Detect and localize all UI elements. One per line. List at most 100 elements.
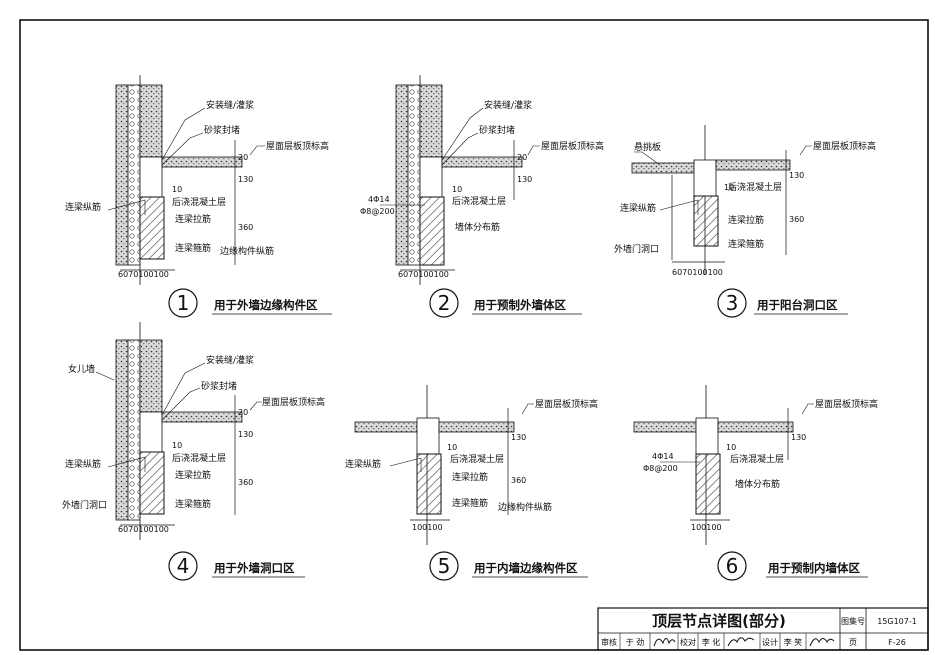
detail-3-bottom-dim: 6070100100 <box>672 268 723 277</box>
title-block-atlas-no: 15G107-1 <box>877 617 917 626</box>
detail-1-label-beam-bars: 连梁纵筋 <box>65 201 101 213</box>
detail-4-label-elevation: 屋面层板顶标高 <box>262 396 325 408</box>
detail-5: 100100 130 10 360 屋面层板顶标高 连梁纵筋 后浇混凝土层 连梁… <box>345 385 598 581</box>
title-block: 顶层节点详图(部分) 图集号 15G107-1 审核 于 劲 校对 李 化 设计… <box>597 607 929 651</box>
title-block-atlas-label: 图集号 <box>841 616 865 626</box>
title-block-checker: 李 化 <box>702 637 721 647</box>
detail-1-dim-10: 10 <box>172 185 182 194</box>
detail-4-label-beam-bars: 连梁纵筋 <box>65 458 101 470</box>
detail-6: 100100 130 10 屋面层板顶标高 4Φ14 Φ8@200 后浇混凝土层… <box>633 385 878 581</box>
detail-2-bottom-dim: 6070100100 <box>398 270 449 279</box>
title-block-check-label: 校对 <box>680 637 696 647</box>
detail-5-number: 5 <box>438 554 451 578</box>
detail-4-label-parapet: 女儿墙 <box>68 363 95 375</box>
detail-3-label-elevation: 屋面层板顶标高 <box>813 140 876 152</box>
detail-3-label-beam-bars: 连梁纵筋 <box>620 202 656 214</box>
title-block-title: 顶层节点详图(部分) <box>652 612 786 630</box>
detail-3-dim-10: 10 <box>724 183 734 192</box>
detail-3-dim-360: 360 <box>789 215 804 224</box>
title-block-page-label: 页 <box>849 638 857 647</box>
detail-2-label-wall-bars: 墙体分布筋 <box>455 221 500 233</box>
detail-3-label-beam-ties: 连梁拉筋 <box>728 214 764 226</box>
title-block-design-label: 设计 <box>762 637 778 647</box>
detail-3-caption: 用于阳台洞口区 <box>756 298 838 312</box>
detail-4-dim-20: 20 <box>238 408 248 417</box>
detail-1-label-beam-ties: 连梁拉筋 <box>175 213 211 225</box>
detail-1-label-cast-layer: 后浇混凝土层 <box>172 196 226 208</box>
detail-4-dim-360: 360 <box>238 478 253 487</box>
title-block-designer: 李 笑 <box>784 637 803 647</box>
detail-2: 6070100100 20 130 10 安装缝/灌浆 砂浆封堵 屋面层板顶标高… <box>360 75 604 318</box>
detail-4-caption: 用于外墙洞口区 <box>213 561 295 575</box>
detail-2-label-elevation: 屋面层板顶标高 <box>541 140 604 152</box>
detail-2-label-spacing: Φ8@200 <box>360 207 395 216</box>
detail-3: 6070100100 130 10 360 悬挑板 屋面层板顶标高 后浇混凝土层… <box>614 125 876 318</box>
detail-4-label-mortar: 砂浆封堵 <box>201 380 237 392</box>
detail-5-label-elevation: 屋面层板顶标高 <box>535 398 598 410</box>
reviewer-signature <box>653 638 676 647</box>
detail-6-label-elevation: 屋面层板顶标高 <box>815 398 878 410</box>
detail-1-number: 1 <box>177 291 190 315</box>
detail-1-dim-360: 360 <box>238 223 253 232</box>
detail-3-label-opening: 外墙门洞口 <box>614 243 659 255</box>
detail-2-label-cast-layer: 后浇混凝土层 <box>452 195 506 207</box>
title-block-page-no: F-26 <box>888 638 906 647</box>
detail-6-dim-130: 130 <box>791 433 806 442</box>
detail-5-caption: 用于内墙边缘构件区 <box>473 561 578 575</box>
checker-signature <box>727 637 755 647</box>
detail-4: 6070100100 20 130 10 360 女儿墙 安装缝/灌浆 砂浆封堵… <box>62 322 325 581</box>
detail-2-label-joint: 安装缝/灌浆 <box>484 99 532 111</box>
detail-6-label-rebar: 4Φ14 <box>652 452 674 461</box>
detail-6-bottom-dim: 100100 <box>691 523 722 532</box>
detail-4-dim-130: 130 <box>238 430 253 439</box>
detail-5-dim-130: 130 <box>511 433 526 442</box>
title-block-review-label: 审核 <box>601 637 617 647</box>
detail-6-caption: 用于预制内墙体区 <box>767 561 860 575</box>
detail-4-label-stirrups: 连梁箍筋 <box>175 498 211 510</box>
detail-4-label-beam-ties: 连梁拉筋 <box>175 469 211 481</box>
detail-5-dim-10: 10 <box>447 443 457 452</box>
designer-signature <box>809 638 835 647</box>
detail-6-number: 6 <box>726 554 739 578</box>
detail-2-dim-130: 130 <box>517 175 532 184</box>
detail-4-bottom-dim: 6070100100 <box>118 525 169 534</box>
detail-1-label-stirrups: 连梁箍筋 <box>175 242 211 254</box>
detail-2-caption: 用于预制外墙体区 <box>473 298 566 312</box>
detail-4-dim-10: 10 <box>172 441 182 450</box>
detail-3-number: 3 <box>726 291 739 315</box>
detail-1: 6070100100 20 130 10 360 安装缝/灌浆 砂浆封堵 屋面层… <box>65 75 332 318</box>
detail-6-dim-10: 10 <box>726 443 736 452</box>
detail-6-label-wall-bars: 墙体分布筋 <box>735 478 780 490</box>
detail-1-caption: 用于外墙边缘构件区 <box>213 298 318 312</box>
detail-5-label-beam-bars: 连梁纵筋 <box>345 458 381 470</box>
detail-1-dim-130: 130 <box>238 175 253 184</box>
detail-2-label-rebar: 4Φ14 <box>368 195 390 204</box>
title-block-reviewer: 于 劲 <box>626 637 645 647</box>
detail-5-label-stirrups: 连梁箍筋 <box>452 497 488 509</box>
detail-2-dim-10: 10 <box>452 185 462 194</box>
sheet-border <box>19 19 929 651</box>
detail-5-label-cast-layer: 后浇混凝土层 <box>450 453 504 465</box>
detail-4-label-opening: 外墙门洞口 <box>62 499 107 511</box>
detail-4-label-cast-layer: 后浇混凝土层 <box>172 452 226 464</box>
detail-1-dim-20: 20 <box>238 153 248 162</box>
detail-3-dim-130: 130 <box>789 171 804 180</box>
detail-4-label-joint: 安装缝/灌浆 <box>206 354 254 366</box>
detail-2-number: 2 <box>438 291 451 315</box>
detail-5-dim-360: 360 <box>511 476 526 485</box>
detail-1-label-mortar: 砂浆封堵 <box>204 124 240 136</box>
detail-1-label-joint: 安装缝/灌浆 <box>206 99 254 111</box>
detail-6-label-spacing: Φ8@200 <box>643 464 678 473</box>
detail-3-label-cast-layer: 后浇混凝土层 <box>728 181 782 193</box>
detail-2-label-mortar: 砂浆封堵 <box>479 124 515 136</box>
detail-5-bottom-dim: 100100 <box>412 523 443 532</box>
detail-1-label-edge-bars: 边缘构件纵筋 <box>220 245 274 257</box>
detail-3-label-stirrups: 连梁箍筋 <box>728 238 764 250</box>
detail-5-label-edge-bars: 边缘构件纵筋 <box>498 501 552 513</box>
detail-5-label-beam-ties: 连梁拉筋 <box>452 471 488 483</box>
detail-1-bottom-dim: 6070100100 <box>118 270 169 279</box>
detail-1-label-elevation: 屋面层板顶标高 <box>266 140 329 152</box>
detail-2-dim-20: 20 <box>517 153 527 162</box>
detail-6-label-cast-layer: 后浇混凝土层 <box>730 453 784 465</box>
